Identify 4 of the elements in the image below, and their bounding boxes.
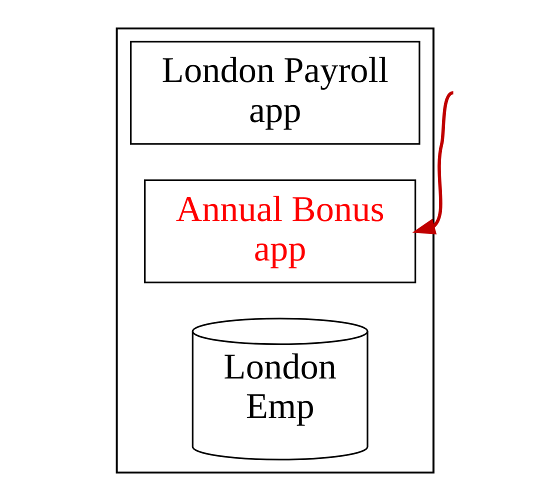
arrow [412,91,454,234]
node-box: London Payroll app [130,40,420,145]
node-box: Annual Bonus app [144,179,416,284]
cluster [115,27,434,474]
